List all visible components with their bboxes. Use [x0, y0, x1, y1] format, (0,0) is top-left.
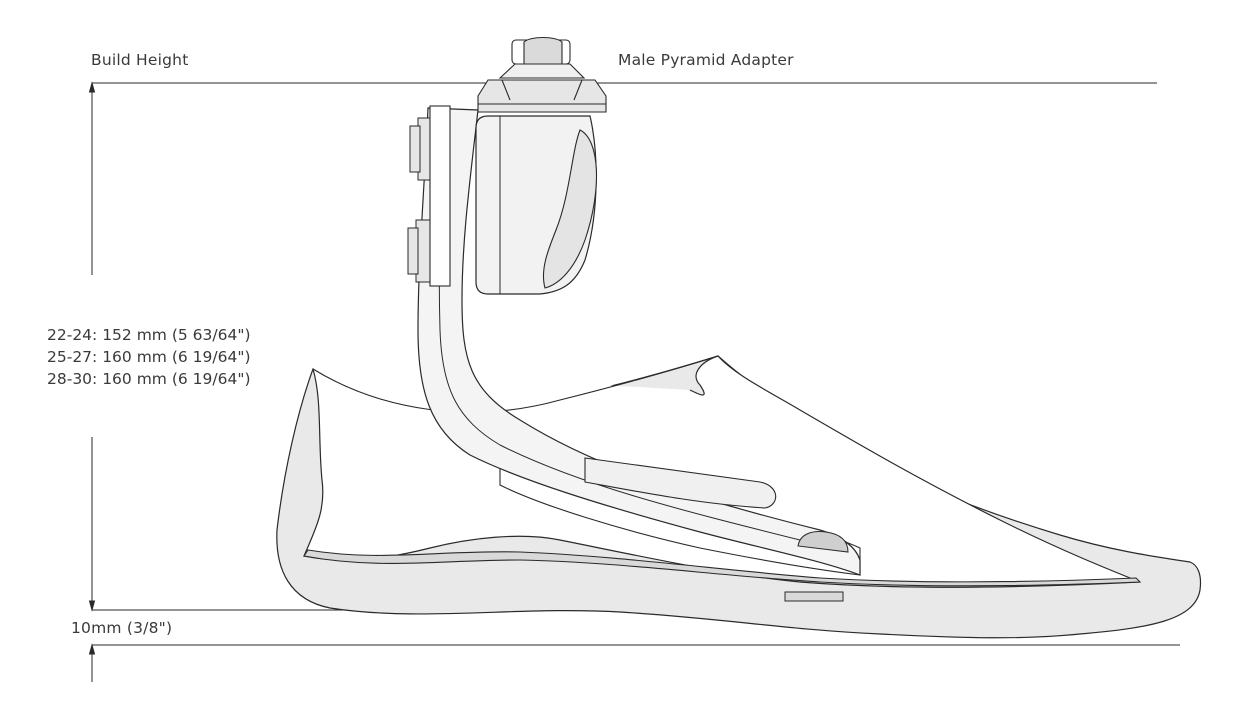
- build-height-size-22-24: 22-24: 152 mm (5 63/64"): [47, 326, 251, 344]
- bolt-upper-head: [409, 125, 421, 173]
- rear-bolts: [407, 117, 433, 283]
- forefoot-bumper: [797, 531, 849, 553]
- build-height-size-28-30: 28-30: 160 mm (6 19/64"): [47, 370, 251, 388]
- male-pyramid-adapter: [477, 36, 607, 113]
- ankle-opening-arc: [312, 355, 719, 413]
- sole-insert: [784, 591, 844, 602]
- build-height-values: 22-24: 152 mm (5 63/64") 25-27: 160 mm (…: [47, 324, 251, 390]
- arrow-up-icon: [88, 81, 96, 93]
- heel-offset-label: 10mm (3/8"): [71, 619, 173, 637]
- blade-tab: [584, 457, 777, 509]
- pyramid-adapter-label: Male Pyramid Adapter: [618, 51, 794, 69]
- ankle-bumper: [542, 129, 597, 289]
- arrow-up-icon: [88, 643, 96, 655]
- build-height-size-25-27: 25-27: 160 mm (6 19/64"): [47, 348, 251, 366]
- sole-plate: [303, 549, 1142, 587]
- offset-dimension: [88, 643, 96, 682]
- build-height-label: Build Height: [91, 51, 189, 69]
- clamp-plate: [429, 105, 451, 287]
- arrow-down-icon: [88, 600, 96, 612]
- build-height-dimension: [88, 81, 96, 612]
- bolt-lower-head: [407, 227, 419, 275]
